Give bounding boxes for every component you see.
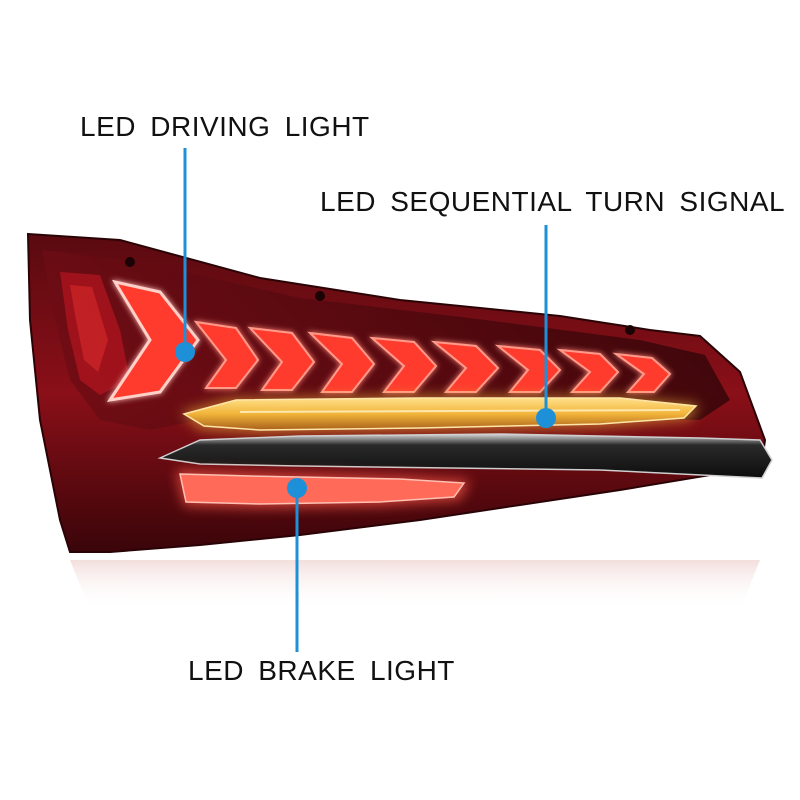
turn-signal-bar xyxy=(180,395,700,434)
drl-segment xyxy=(193,320,260,389)
callout-turn-signal xyxy=(536,225,556,428)
leader-dot-turn xyxy=(536,408,556,428)
label-led-driving-light: LED DRIVING LIGHT xyxy=(80,111,370,142)
leader-dot-brake xyxy=(287,478,307,498)
drl-segment xyxy=(247,326,316,391)
black-trim-strip xyxy=(157,433,773,479)
callout-driving xyxy=(175,148,195,362)
drl-segment xyxy=(369,336,438,393)
brake-light-bar xyxy=(176,470,470,508)
label-led-brake-light: LED BRAKE LIGHT xyxy=(188,655,455,686)
drl-segment xyxy=(430,340,500,393)
floor-reflection xyxy=(70,560,760,610)
callout-brake xyxy=(287,478,307,652)
leader-dot-driving xyxy=(175,342,195,362)
drl-segment xyxy=(612,352,672,393)
drl-segment xyxy=(556,348,620,393)
drl-light-segments xyxy=(106,279,672,403)
drl-segment xyxy=(307,331,376,393)
label-led-sequential-turn-signal: LED SEQUENTIAL TURN SIGNAL xyxy=(320,186,786,217)
drl-main-chevron xyxy=(106,279,200,403)
